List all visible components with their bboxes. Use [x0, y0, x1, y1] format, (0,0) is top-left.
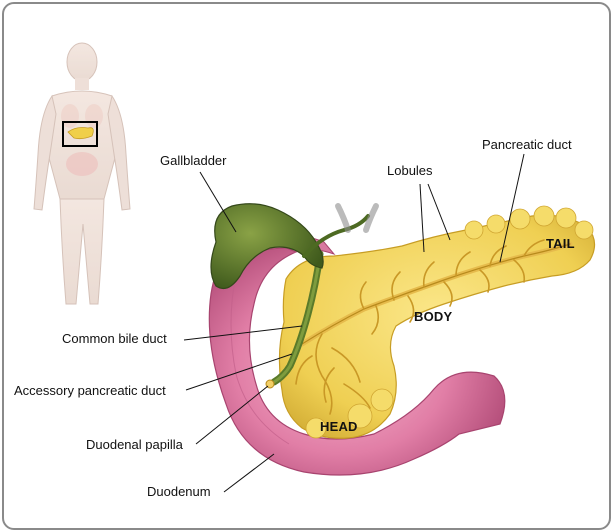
mini-pancreas	[67, 127, 94, 140]
leader-gallbladder	[199, 171, 237, 233]
hepatic-duct-stub	[335, 203, 351, 233]
leader-accessory-duct	[185, 353, 293, 391]
leader-lobule-1	[419, 183, 425, 253]
leader-duodenum	[223, 453, 275, 493]
leader-common-bile-duct	[183, 325, 303, 341]
gallbladder-shape	[210, 203, 324, 289]
leader-pancreatic-duct	[499, 153, 525, 263]
label-duodenal-papilla: Duodenal papilla	[86, 437, 183, 452]
label-duodenum: Duodenum	[147, 484, 211, 499]
human-figure	[33, 42, 131, 305]
label-common-bile-duct: Common bile duct	[62, 331, 167, 346]
label-lobules: Lobules	[387, 163, 433, 178]
leader-duodenal-papilla	[195, 385, 269, 445]
label-gallbladder: Gallbladder	[160, 153, 227, 168]
common-bile-duct-highlight	[272, 252, 322, 384]
region-label-tail: TAIL	[546, 236, 575, 251]
pancreas-lobules	[305, 205, 594, 439]
duodenum-fold	[230, 273, 290, 445]
duodenum-shape	[208, 235, 506, 476]
leader-lobule-2	[427, 183, 451, 241]
leader-lines	[183, 153, 525, 493]
vessel-stub	[363, 203, 379, 233]
label-pancreatic-duct: Pancreatic duct	[482, 137, 572, 152]
region-label-head: HEAD	[320, 419, 358, 434]
region-label-body: BODY	[414, 309, 453, 324]
pancreas-shape	[278, 214, 596, 439]
label-accessory-pancreatic-duct: Accessory pancreatic duct	[14, 383, 166, 398]
highlight-box	[62, 121, 98, 147]
pancreas-illustration	[33, 42, 596, 493]
cystic-duct	[302, 214, 370, 258]
pancreatic-duct-network	[295, 239, 573, 415]
